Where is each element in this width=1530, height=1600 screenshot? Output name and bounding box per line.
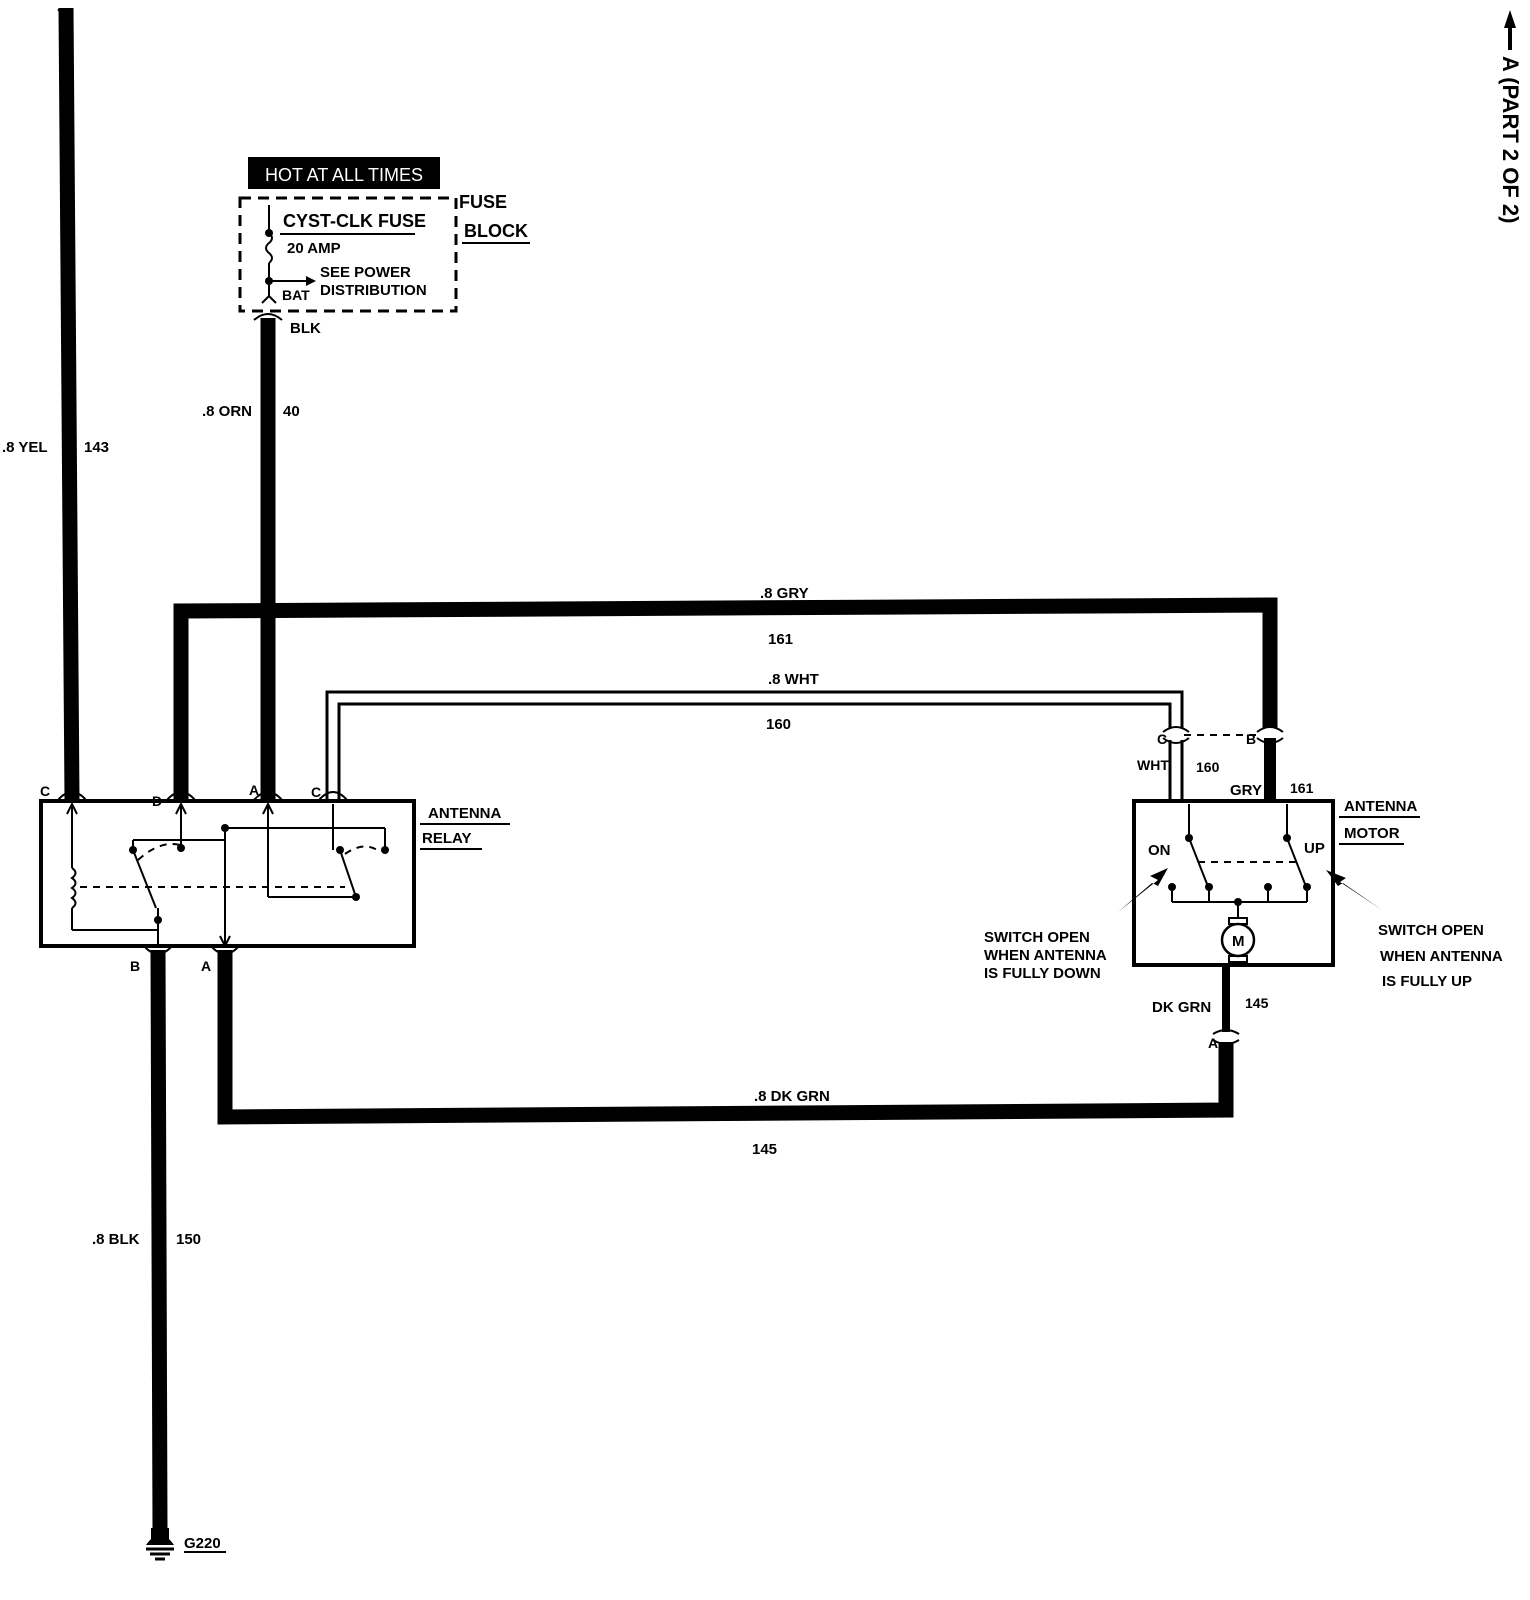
motor-note-right-line2: WHEN ANTENNA [1380, 948, 1503, 965]
relay-pin-d-label: D [152, 793, 162, 809]
ground-label: G220 [184, 1535, 221, 1552]
motor-dkgrn-circuit: 145 [1245, 995, 1269, 1011]
motor-switch-up-label: UP [1304, 840, 1325, 857]
motor-gry-circuit: 161 [1290, 780, 1314, 796]
motor-pin-a-label: A [1208, 1035, 1218, 1051]
hot-at-all-times-box [248, 157, 440, 189]
relay-pin-a-label: A [249, 782, 259, 798]
label-orn-gauge: .8 ORN [202, 403, 252, 420]
motor-note-left-line2: WHEN ANTENNA [984, 947, 1107, 964]
antenna-motor-box [1132, 799, 1335, 967]
fuse-note-line1: SEE POWER [320, 264, 411, 281]
label-orn-circuit: 40 [283, 403, 300, 420]
motor-pin-b-connector [1256, 726, 1284, 744]
continuation-symbol: ~ [57, 0, 68, 20]
label-yel-gauge: .8 YEL [2, 439, 48, 456]
relay-pin-b-connector [143, 945, 173, 955]
relay-pin-c-label: C [40, 783, 50, 799]
relay-name-line1: ANTENNA [428, 805, 501, 822]
hot-at-all-times-label: HOT AT ALL TIMES [265, 165, 423, 185]
motor-pin-c-connector [1162, 726, 1190, 744]
ground-symbol [146, 1528, 174, 1561]
fuse-symbol [261, 205, 316, 304]
antenna-relay-box [39, 799, 416, 948]
motor-name-line1: ANTENNA [1344, 798, 1417, 815]
label-dkgrn-circuit: 145 [752, 1141, 777, 1158]
motor-gry-label: GRY [1230, 782, 1262, 799]
wire-gry-161 [173, 597, 1278, 800]
motor-note-right-line3: IS FULLY UP [1382, 973, 1472, 990]
relay-pin-d-connector [166, 791, 196, 801]
fuse-terminal-bat: BAT [282, 287, 310, 303]
fuse-note-line2: DISTRIBUTION [320, 282, 427, 299]
wire-wht-160-fill [328, 693, 1181, 800]
fuse-block-name-line1: FUSE [459, 192, 507, 212]
label-wht-gauge: .8 WHT [768, 671, 819, 688]
motor-note-left-line3: IS FULLY DOWN [984, 965, 1101, 982]
motor-internal-circuit [1118, 804, 1382, 965]
fuse-output-connector [253, 313, 283, 321]
label-gry-circuit: 161 [768, 631, 793, 648]
relay-pin-a2-connector [210, 945, 240, 955]
wire-blk-150 [150, 949, 168, 1529]
relay-internal-circuit [66, 801, 389, 949]
label-yel-circuit: 143 [84, 439, 109, 456]
motor-dkgrn-label: DK GRN [1152, 999, 1211, 1016]
motor-wht-label: WHT [1137, 757, 1169, 773]
wire-dkgrn-145 [217, 950, 1234, 1125]
fuse-block-box [238, 196, 458, 313]
label-blk-circuit: 150 [176, 1231, 201, 1248]
relay-pin-a2-label: A [201, 958, 211, 974]
relay-pin-c2-connector [318, 791, 348, 801]
label-wht-circuit: 160 [766, 716, 791, 733]
fuse-rating: 20 AMP [287, 240, 341, 257]
label-blk-gauge: .8 BLK [92, 1231, 140, 1248]
relay-pin-b-label: B [130, 958, 140, 974]
fuse-name: CYST-CLK FUSE [283, 211, 426, 231]
wire-wht-160-outline [325, 690, 1184, 800]
motor-pin-c-label: C [1157, 731, 1167, 747]
label-gry-gauge: .8 GRY [760, 585, 809, 602]
relay-pin-c-connector [57, 791, 87, 801]
label-dkgrn-gauge: .8 DK GRN [754, 1088, 830, 1105]
fuse-output-wire-color: BLK [290, 320, 321, 337]
motor-note-left-line1: SWITCH OPEN [984, 929, 1090, 946]
wire-yel-143 [58, 7, 80, 801]
relay-pin-a-connector [253, 791, 283, 801]
relay-pin-c2-label: C [311, 784, 321, 800]
motor-wht-circuit: 160 [1196, 759, 1220, 775]
page-title: A (PART 2 OF 2) [1498, 56, 1523, 223]
motor-symbol-m: M [1232, 933, 1245, 950]
motor-pin-a-connector [1212, 1029, 1240, 1045]
arrow-left-icon [1504, 10, 1516, 50]
fuse-block-name-line2: BLOCK [464, 221, 528, 241]
page-title-group: A (PART 2 OF 2) [1498, 10, 1523, 223]
motor-note-right-line1: SWITCH OPEN [1378, 922, 1484, 939]
motor-switch-on-label: ON [1148, 842, 1171, 859]
motor-pin-b-label: B [1246, 731, 1256, 747]
relay-name-line2: RELAY [422, 830, 471, 847]
motor-name-line2: MOTOR [1344, 825, 1400, 842]
